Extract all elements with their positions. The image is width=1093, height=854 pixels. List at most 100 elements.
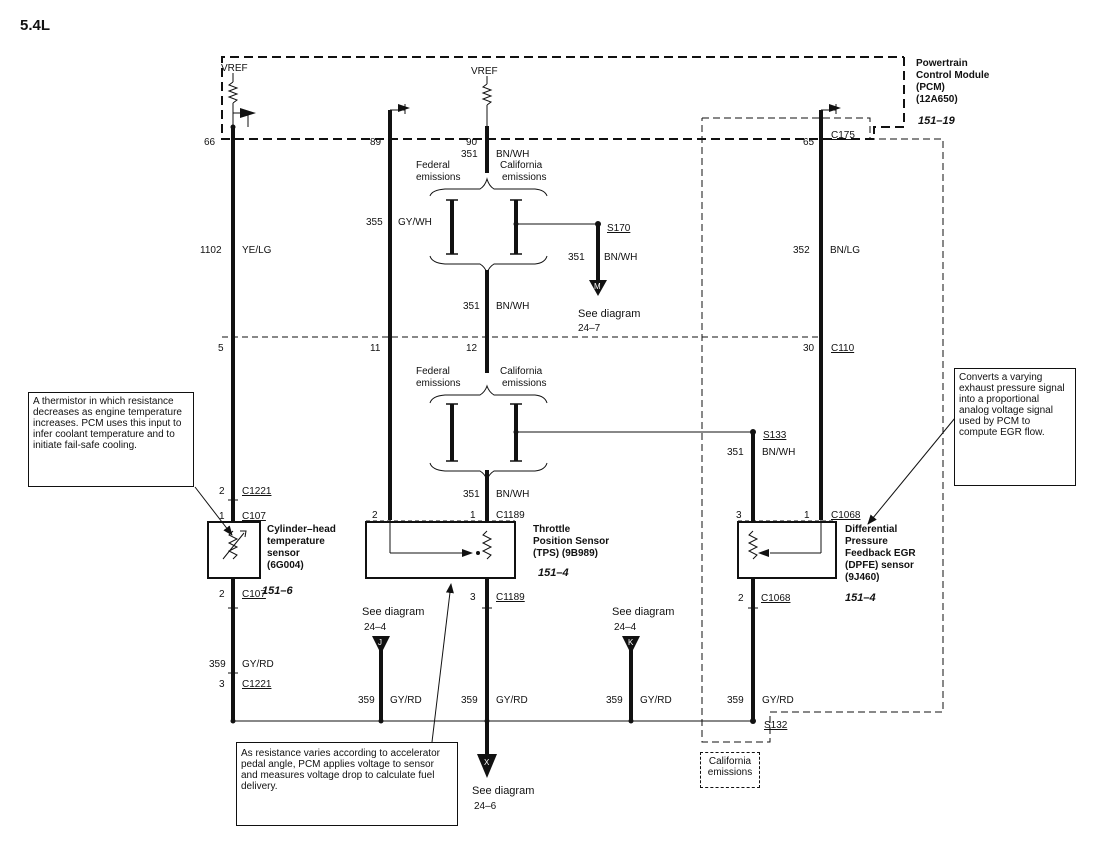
cht-ref: 151–6 [262,585,293,597]
california-box-line-1: California [708,756,752,767]
pin-c1068-1: 1 [804,510,810,521]
wire-359-d-circuit: 359 [606,695,623,706]
federal-top-2: emissions [416,172,460,183]
wire-351-low-circuit: 351 [463,489,480,500]
wire-351-s133-circuit: 351 [727,447,744,458]
see-diagram-k-letter: K [628,638,634,647]
federal-mid-2: emissions [416,378,460,389]
cht-name-1: Cylinder–head [267,524,336,535]
tps-signal-wire [388,104,470,554]
california-emissions-region [701,117,944,743]
vref-resistor-left [227,73,256,127]
pin-c1189-1: 1 [470,510,476,521]
dpfe-name-3: Feedback EGR [845,548,916,559]
vref-center-label: VREF [471,66,498,77]
splice-s132: S132 [764,720,788,731]
california-mid-1: California [500,366,543,377]
wire-351-low-color: BN/WH [496,489,529,500]
wire-359-d-color: GY/RD [640,695,672,706]
wire-359-b-color: GY/RD [390,695,422,706]
pin-90: 90 [466,137,478,148]
see-diagram-j-letter: J [378,638,382,647]
federal-top-1: Federal [416,160,450,171]
tps-note-pointer [431,583,454,743]
splice-s170: S170 [607,223,631,234]
wire-359-a-circuit: 359 [209,659,226,670]
wire-359-e-circuit: 359 [727,695,744,706]
california-box-line-2: emissions [707,767,753,778]
california-emissions-label: California emissions [700,752,760,788]
see-diagram-j-label: See diagram [362,606,424,618]
pcm-name-line-1: Powertrain [916,58,968,69]
tps-name-3: (TPS) (9B989) [533,548,598,559]
cht-name-3: sensor [267,548,300,559]
connector-c1068-top: C1068 [831,510,861,521]
pin-c110-5: 5 [218,343,224,354]
wire-351-top-circuit: 351 [461,149,478,160]
dpfe-signal-wire [770,104,841,554]
pin-c1068-3: 3 [736,510,742,521]
pin-66: 66 [204,137,216,148]
see-diagram-x-arrow [477,754,497,778]
see-diagram-k-page: 24–4 [614,622,637,633]
emissions-choice-upper [429,177,600,282]
wire-351-s170-circuit: 351 [568,252,585,263]
wire-351-s170-color: BN/WH [604,252,637,263]
california-top-1: California [500,160,543,171]
dpfe-name-2: Pressure [845,536,888,547]
wire-1102-circuit: 1102 [200,245,222,256]
connector-c175: C175 [831,130,855,141]
pin-c110-11: 11 [370,343,381,354]
pcm-name-line-4: (12A650) [916,94,958,105]
wire-359-c-color: GY/RD [496,695,528,706]
wire-355-circuit: 355 [366,217,383,228]
wire-352-color: BN/LG [830,245,860,256]
see-diagram-m-arrow [589,280,607,296]
splice-s133: S133 [763,430,787,441]
wire-1102-color: YE/LG [242,245,272,256]
dpfe-name-1: Differential [845,524,897,535]
connector-ticks [228,499,758,674]
pcm-name-line-3: (PCM) [916,82,945,93]
ground-bus-359 [233,650,753,722]
thermistor-note: A thermistor in which resistance decreas… [28,392,194,487]
see-diagram-x-letter: X [484,758,490,767]
wire-351-mid-color: BN/WH [496,301,529,312]
federal-mid-1: Federal [416,366,450,377]
pin-c110-30: 30 [803,343,815,354]
wire-359-a-color: GY/RD [242,659,274,670]
see-diagram-x-page: 24–6 [474,801,497,812]
see-diagram-m-letter: M [594,282,601,291]
see-diagram-j-page: 24–4 [364,622,387,633]
wire-352-circuit: 352 [793,245,810,256]
see-diagram-k-arrow [622,636,640,654]
dpfe-name-4: (DPFE) sensor [845,560,914,571]
engine-label: 5.4L [20,17,50,34]
see-diagram-j-arrow [372,636,390,654]
pin-c107-1: 1 [219,511,225,522]
pcm-ref: 151–19 [918,115,956,127]
dpfe-note: Converts a varying exhaust pressure sign… [954,368,1076,486]
connector-c107-top: C107 [242,511,266,522]
california-mid-2: emissions [502,378,546,389]
pcm-label: Powertrain Control Module (PCM) (12A650)… [916,58,990,127]
dpfe-sensor-box [737,520,837,579]
pin-c107-2: 2 [219,589,225,600]
pin-c1221-2: 2 [219,486,225,497]
connector-c110: C110 [831,343,855,354]
pin-c1221-3: 3 [219,679,225,690]
thermistor-note-pointer [194,486,233,536]
vref-left-label: VREF [221,63,248,74]
wire-359-e-color: GY/RD [762,695,794,706]
wire-355-color: GY/WH [398,217,432,228]
pin-c110-12: 12 [466,343,478,354]
pin-c1189-2: 2 [372,510,378,521]
pin-65: 65 [803,137,815,148]
wire-351-top-color: BN/WH [496,149,529,160]
pin-89: 89 [370,137,382,148]
cht-name-4: (6G004) [267,560,304,571]
tps-ref: 151–4 [538,567,569,579]
pcm-name-line-2: Control Module [916,70,990,81]
connector-c1189-bot: C1189 [496,592,525,603]
dpfe-note-pointer [867,417,956,525]
